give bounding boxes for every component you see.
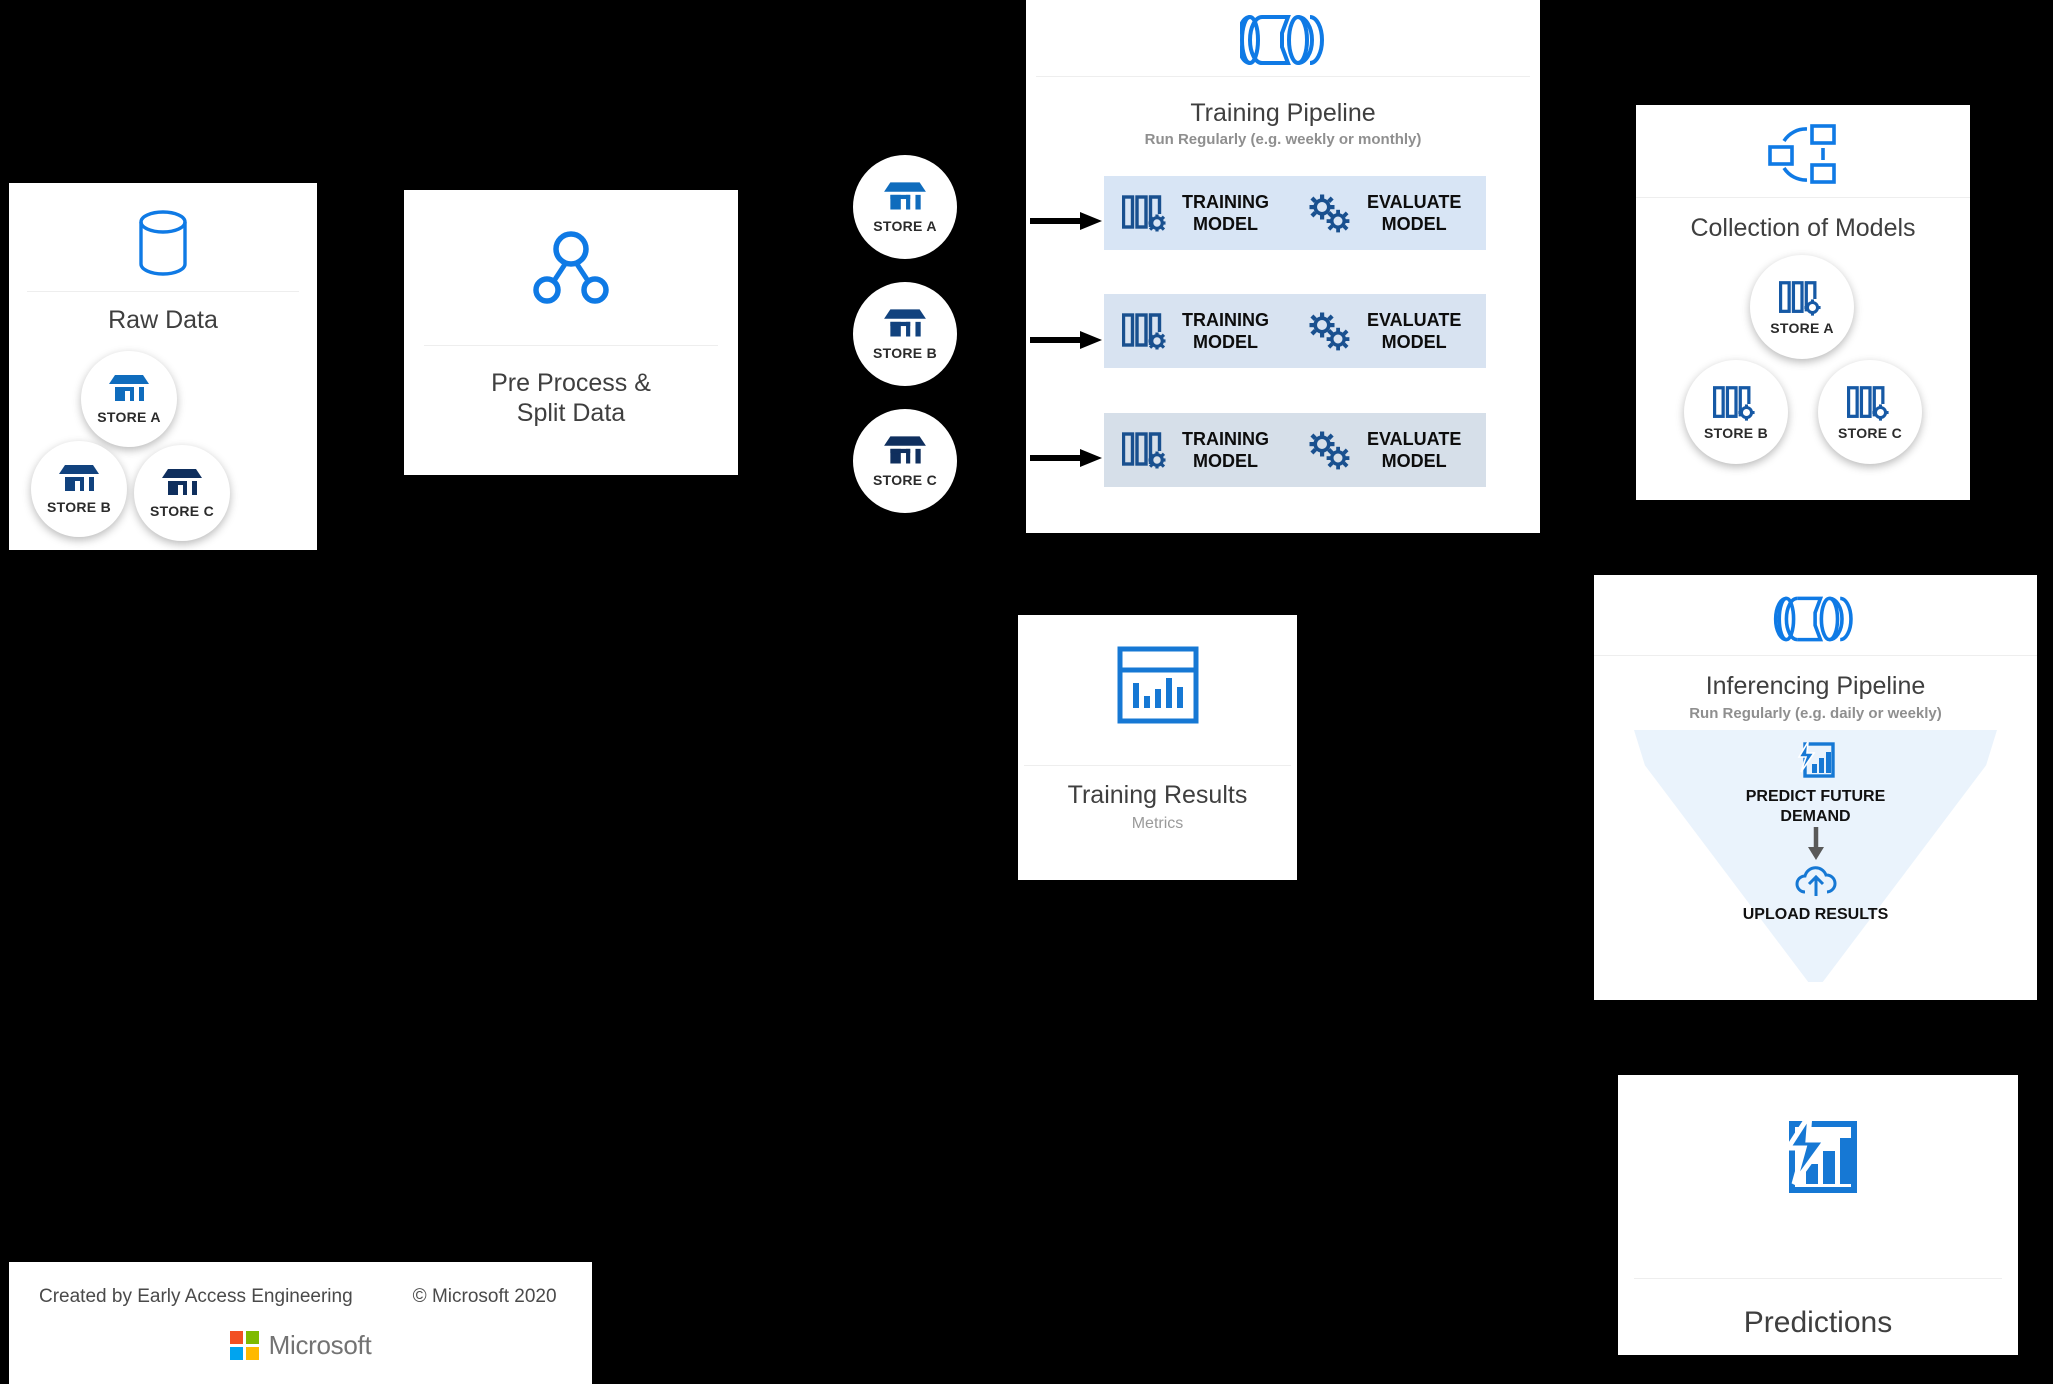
training-pipeline-title: Training Pipeline xyxy=(1190,99,1376,127)
divider xyxy=(1634,1278,2002,1279)
inferencing-pipeline-subtitle: Run Regularly (e.g. daily or weekly) xyxy=(1689,705,1942,722)
training-model-label: TRAINING MODEL xyxy=(1182,191,1269,235)
arrow-store-c-to-training xyxy=(1030,449,1102,472)
evaluate-model-label: EVALUATE MODEL xyxy=(1367,309,1462,353)
store-icon xyxy=(59,465,99,491)
evaluate-model-cell: EVALUATE MODEL xyxy=(1303,190,1461,236)
pipeline-icon xyxy=(1026,8,1540,72)
training-results-card: Training Results Metrics xyxy=(1018,615,1297,880)
store-bubble-b: STORE B xyxy=(31,441,127,537)
queue-store-bubble-c: STORE C xyxy=(853,409,957,513)
divider xyxy=(27,291,299,292)
queue-store-label: STORE B xyxy=(872,345,938,361)
evaluate-model-label: EVALUATE MODEL xyxy=(1367,191,1462,235)
database-icon xyxy=(9,203,317,283)
upload-results-label: UPLOAD RESULTS xyxy=(1742,906,1889,923)
pipeline-icon xyxy=(1594,589,2037,649)
training-row-1[interactable]: TRAINING MODEL xyxy=(1104,176,1486,250)
created-by-text: Created by Early Access Engineering xyxy=(39,1286,353,1307)
gears-icon xyxy=(1309,194,1350,233)
train-model-icon xyxy=(1847,386,1889,421)
microsoft-wordmark: Microsoft xyxy=(268,1330,372,1360)
queue-store-label: STORE C xyxy=(872,472,938,488)
model-bubble-a: STORE A xyxy=(1750,255,1854,359)
training-model-label: TRAINING MODEL xyxy=(1182,309,1269,353)
evaluate-model-label: EVALUATE MODEL xyxy=(1367,428,1462,472)
store-bubble-label: STORE C xyxy=(149,503,215,519)
training-results-subtitle: Metrics xyxy=(1131,815,1184,832)
training-model-label: TRAINING MODEL xyxy=(1182,428,1269,472)
training-pipeline-subtitle: Run Regularly (e.g. weekly or monthly) xyxy=(1144,131,1422,148)
gears-icon xyxy=(1309,431,1350,470)
evaluate-model-cell: EVALUATE MODEL xyxy=(1303,427,1461,473)
model-bubble-label: STORE A xyxy=(1770,320,1834,336)
store-bubble-label: STORE B xyxy=(46,499,112,515)
model-registry-icon xyxy=(1636,119,1970,191)
predictions-card: Predictions xyxy=(1618,1075,2018,1355)
queue-store-bubble-b: STORE B xyxy=(853,282,957,386)
train-model-icon xyxy=(1122,313,1166,350)
cloud-upload-icon xyxy=(1594,861,2037,901)
metrics-chart-icon xyxy=(1018,635,1297,735)
queue-store-bubble-a: STORE A xyxy=(853,155,957,259)
training-row-3[interactable]: TRAINING MODEL xyxy=(1104,413,1486,487)
copyright-text: © Microsoft 2020 xyxy=(412,1286,557,1307)
train-model-icon xyxy=(1779,281,1821,316)
split-node-icon xyxy=(404,218,738,318)
train-model-icon xyxy=(1122,195,1166,232)
store-bubble-label: STORE A xyxy=(97,409,161,425)
model-bubble-c: STORE C xyxy=(1818,360,1922,464)
training-results-title: Training Results xyxy=(1067,781,1248,809)
store-icon xyxy=(162,469,202,495)
divider xyxy=(1636,197,1970,198)
store-icon xyxy=(884,309,926,337)
training-row-2[interactable]: TRAINING MODEL xyxy=(1104,294,1486,368)
pre-process-card: Pre Process & Split Data xyxy=(404,190,738,475)
training-model-cell: TRAINING MODEL xyxy=(1122,191,1269,236)
store-icon xyxy=(884,182,926,210)
divider xyxy=(1036,76,1530,77)
gears-icon xyxy=(1309,312,1350,351)
prediction-chart-icon xyxy=(1618,1101,2018,1211)
training-model-cell: TRAINING MODEL xyxy=(1122,309,1269,354)
model-bubble-label: STORE B xyxy=(1703,425,1769,441)
arrow-store-a-to-training xyxy=(1030,212,1102,235)
train-model-icon xyxy=(1122,432,1166,469)
footer-card: Created by Early Access Engineering © Mi… xyxy=(9,1262,592,1384)
microsoft-logo-squares xyxy=(229,1331,259,1360)
pre-process-title-line2: Split Data xyxy=(516,399,626,427)
raw-data-card: Raw Data STORE A STORE B STORE C xyxy=(9,183,317,550)
inferencing-pipeline-title: Inferencing Pipeline xyxy=(1705,672,1926,700)
arrow-store-b-to-training xyxy=(1030,331,1102,354)
training-pipeline-card: Training Pipeline Run Regularly (e.g. we… xyxy=(1026,0,1540,533)
model-bubble-label: STORE C xyxy=(1837,425,1903,441)
evaluate-model-cell: EVALUATE MODEL xyxy=(1303,308,1461,354)
training-model-cell: TRAINING MODEL xyxy=(1122,428,1269,473)
collection-of-models-title: Collection of Models xyxy=(1690,214,1916,242)
store-icon xyxy=(884,436,926,464)
model-bubble-b: STORE B xyxy=(1684,360,1788,464)
train-model-icon xyxy=(1713,386,1755,421)
collection-of-models-card: Collection of Models STORE A STORE B xyxy=(1636,105,1970,500)
inferencing-pipeline-card: Inferencing Pipeline Run Regularly (e.g.… xyxy=(1594,575,2037,1000)
divider xyxy=(1023,765,1292,766)
store-bubble-c: STORE C xyxy=(134,445,230,541)
divider xyxy=(424,345,718,346)
microsoft-logo: Microsoft xyxy=(9,1330,592,1361)
forecast-icon xyxy=(1594,738,2037,782)
pre-process-title-line1: Pre Process & xyxy=(491,369,651,397)
footer-credits: Created by Early Access Engineering © Mi… xyxy=(39,1286,557,1308)
predictions-title: Predictions xyxy=(1743,1306,1893,1339)
queue-store-label: STORE A xyxy=(873,218,937,234)
predict-future-demand-label: PREDICT FUTURE DEMAND xyxy=(1745,788,1886,825)
raw-data-title: Raw Data xyxy=(108,306,218,334)
store-bubble-a: STORE A xyxy=(81,351,177,447)
store-icon xyxy=(109,375,149,401)
divider xyxy=(1594,655,2037,656)
down-arrow-icon xyxy=(1594,827,2037,861)
